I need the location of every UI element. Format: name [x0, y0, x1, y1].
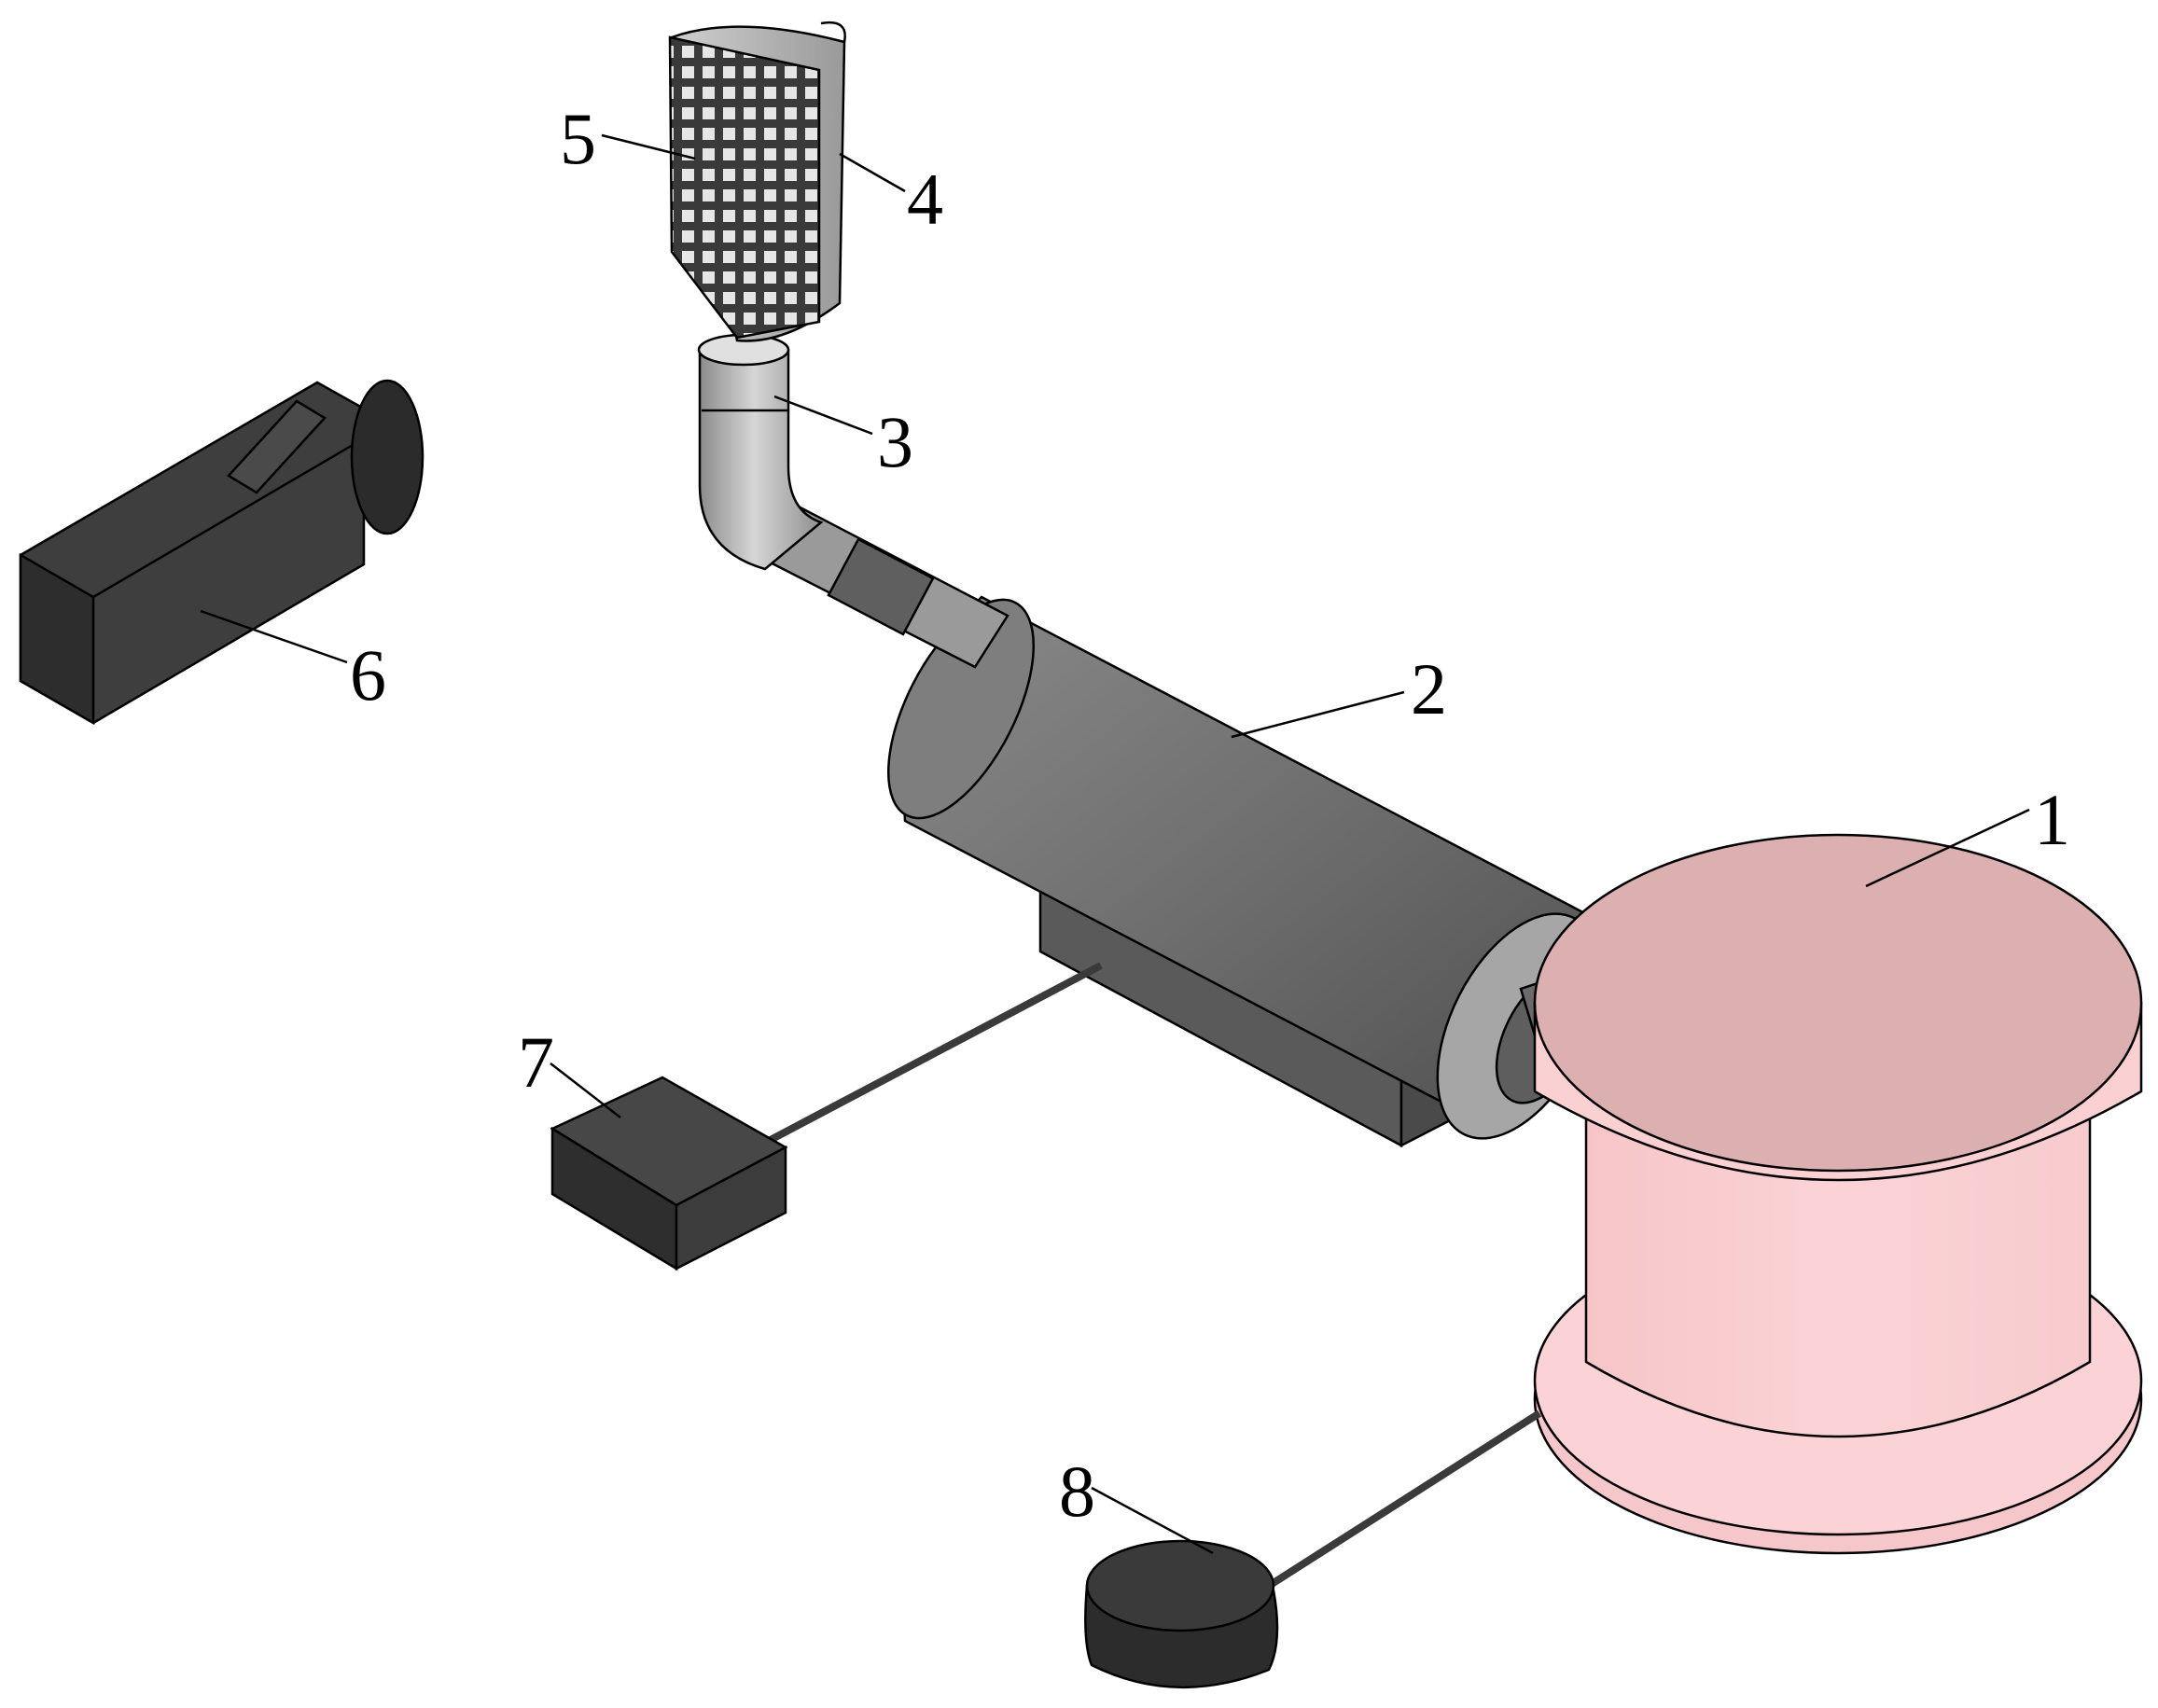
leader-3 — [773, 395, 873, 436]
leader-2 — [1231, 690, 1405, 739]
leader-8 — [1091, 1486, 1214, 1555]
part-3-pipe — [697, 333, 1009, 669]
callout-3: 3 — [877, 401, 913, 482]
callout-8: 8 — [1059, 1451, 1095, 1532]
callout-4: 4 — [907, 159, 943, 240]
part-7-box — [550, 962, 1103, 1271]
callout-6: 6 — [350, 634, 386, 715]
leader-1 — [1865, 808, 2030, 888]
callout-7: 7 — [518, 1021, 554, 1103]
leader-6 — [200, 609, 348, 664]
leader-7 — [550, 1062, 621, 1118]
part-8-sensor — [1084, 1409, 1542, 1689]
callout-1: 1 — [2034, 779, 2070, 860]
leader-lines — [200, 133, 2030, 1555]
part-5-grid — [668, 35, 821, 340]
part-6-camera — [19, 379, 425, 726]
part-1-drum — [1533, 833, 2143, 1555]
callout-labels: 1 2 3 4 5 6 7 8 — [350, 98, 2070, 1532]
leader-5 — [601, 133, 696, 160]
leader-4 — [839, 152, 906, 193]
callout-5: 5 — [560, 98, 596, 179]
callout-2: 2 — [1411, 648, 1447, 729]
